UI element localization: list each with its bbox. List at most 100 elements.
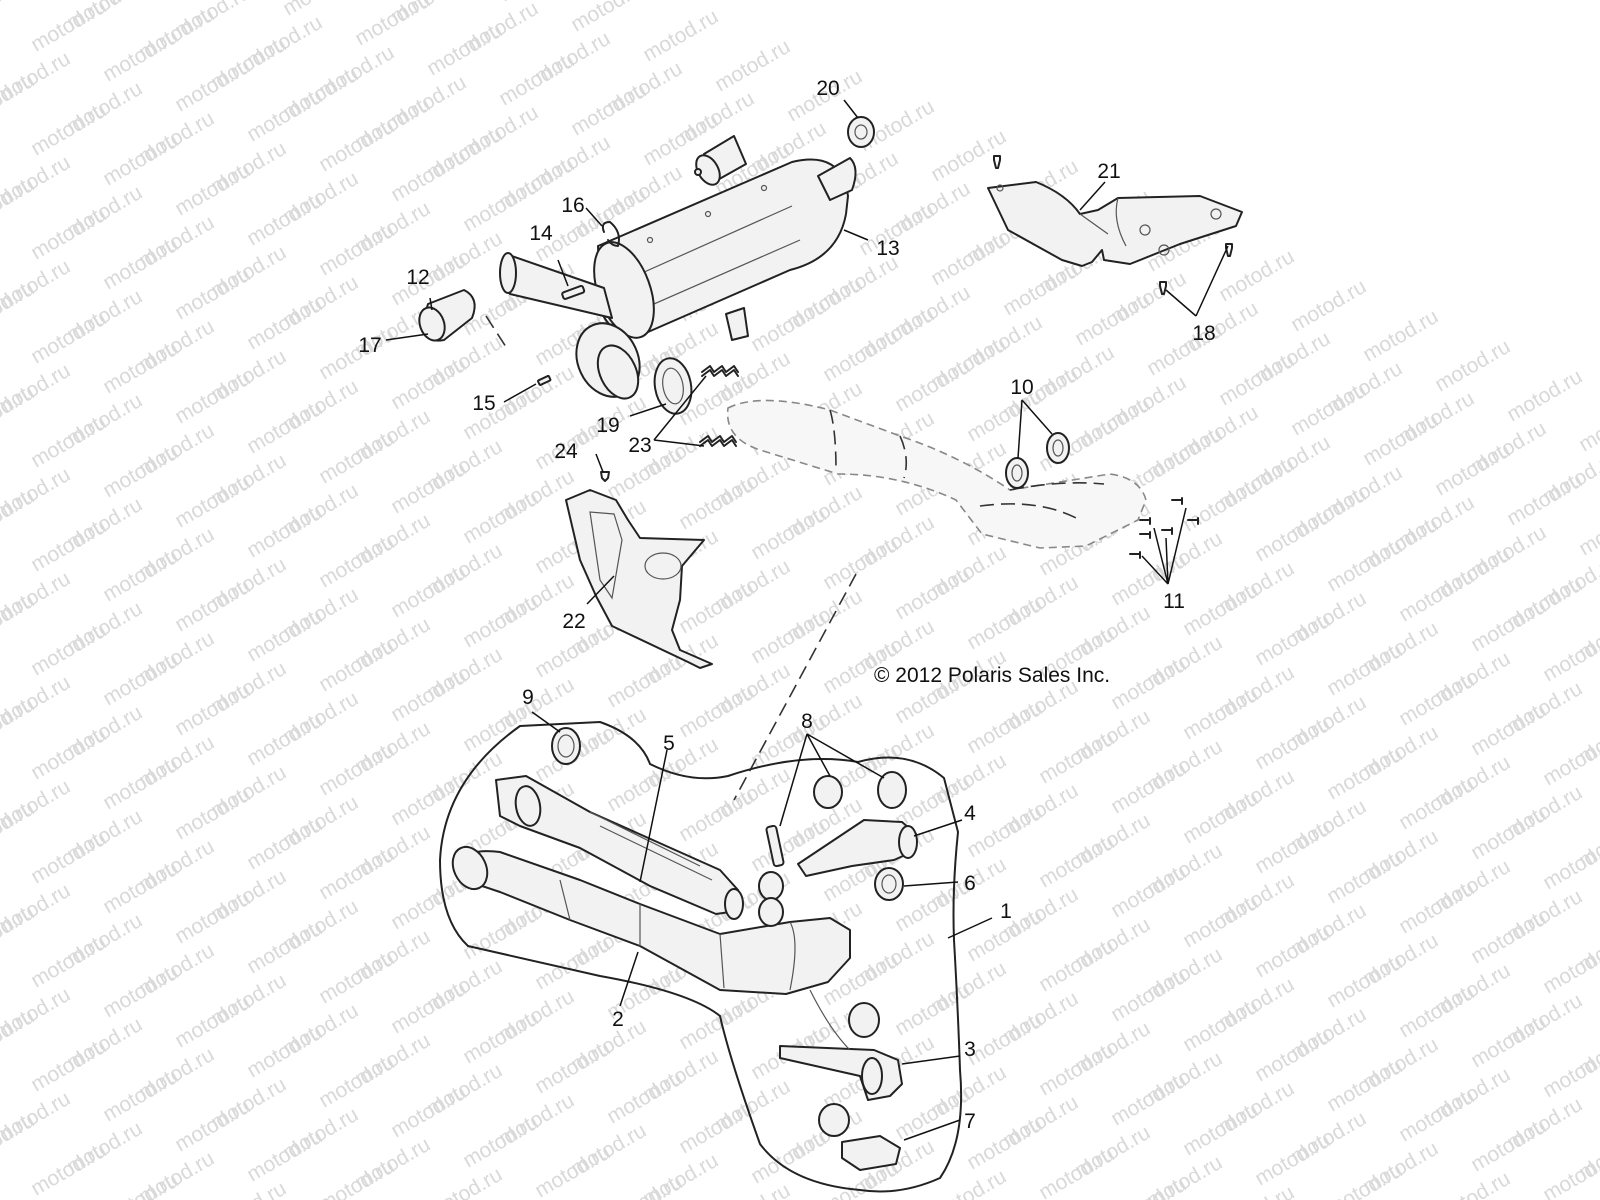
watermark-text: motod.ru xyxy=(1251,817,1334,878)
watermark-text: motod.ru xyxy=(315,739,398,800)
watermark-text: motod.ru xyxy=(1575,499,1600,560)
callout-20: 20 xyxy=(816,77,839,100)
watermark-text: motod.ru xyxy=(1467,907,1550,968)
callout-15: 15 xyxy=(472,392,495,415)
watermark-text: motod.ru xyxy=(1287,275,1370,336)
bolts xyxy=(1129,497,1199,559)
watermark-text: motod.ru xyxy=(387,561,470,622)
watermark-text: motod.ru xyxy=(171,679,254,740)
callout-11: 11 xyxy=(1163,590,1185,613)
watermark-text: motod.ru xyxy=(711,35,794,96)
watermark-text: motod.ru xyxy=(387,769,470,830)
watermark-text: motod.ru xyxy=(459,903,542,964)
callout-7: 7 xyxy=(964,1110,976,1133)
watermark-text: motod.ru xyxy=(963,385,1046,446)
watermark-text: motod.ru xyxy=(243,85,326,146)
watermark-text: motod.ru xyxy=(459,1111,542,1172)
watermark-text: motod.ru xyxy=(1179,891,1262,952)
watermark-text: motod.ru xyxy=(315,1051,398,1112)
watermark-text: motod.ru xyxy=(675,785,758,846)
watermark-text: motod.ru xyxy=(0,953,2,1014)
callout-14: 14 xyxy=(529,222,553,245)
callout-5: 5 xyxy=(663,732,675,755)
watermark-text: motod.ru xyxy=(603,1067,686,1128)
watermark-text: motod.ru xyxy=(27,203,110,264)
watermark-text: motod.ru xyxy=(495,0,578,6)
callout-22: 22 xyxy=(562,610,585,633)
watermark-text: motod.ru xyxy=(243,605,326,666)
callout-21: 21 xyxy=(1097,160,1120,183)
gaskets-pair xyxy=(1005,432,1070,489)
watermark-text: motod.ru xyxy=(459,487,542,548)
clamp-6 xyxy=(874,867,904,901)
watermark-text: motod.ru xyxy=(315,427,398,488)
watermark-text: motod.ru xyxy=(927,229,1010,290)
watermark-text: motod.ru xyxy=(1251,505,1334,566)
watermark-text: motod.ru xyxy=(315,1155,398,1200)
tail-cap xyxy=(418,289,476,342)
watermark-text: motod.ru xyxy=(1467,1115,1550,1176)
watermark-text: motod.ru xyxy=(603,755,686,816)
watermark-text: motod.ru xyxy=(603,1171,686,1200)
watermark-text: motod.ru xyxy=(27,411,110,472)
watermark-text: motod.ru xyxy=(927,1165,1010,1200)
watermark-text: motod.ru xyxy=(27,0,110,56)
gasket xyxy=(653,357,693,415)
watermark-text: motod.ru xyxy=(819,325,902,386)
watermark-text: motod.ru xyxy=(567,79,650,140)
watermark-text: motod.ru xyxy=(747,1127,830,1188)
watermark-text: motod.ru xyxy=(459,1007,542,1068)
watermark-text: motod.ru xyxy=(1395,981,1478,1042)
alignment-line xyxy=(733,573,857,801)
pipe-section-5 xyxy=(495,775,744,920)
watermark-text: motod.ru xyxy=(171,887,254,948)
watermark-text: motod.ru xyxy=(1467,1011,1550,1072)
watermark-text: motod.ru xyxy=(1323,535,1406,596)
watermark-text: motod.ru xyxy=(1575,395,1600,456)
callout-19: 19 xyxy=(596,414,619,437)
watermark-text: motod.ru xyxy=(1179,1099,1262,1160)
watermark-text: motod.ru xyxy=(1359,305,1442,366)
clamp-7 xyxy=(818,1103,901,1171)
watermark-text: motod.ru xyxy=(1107,653,1190,714)
watermark-text: motod.ru xyxy=(99,545,182,606)
watermark-text: motod.ru xyxy=(171,367,254,428)
watermark-text: motod.ru xyxy=(1503,365,1586,426)
watermark-text: motod.ru xyxy=(459,591,542,652)
callout-1: 1 xyxy=(1000,900,1012,923)
watermark-text: motod.ru xyxy=(0,433,2,494)
mid-pipe xyxy=(726,399,1147,549)
watermark-text: motod.ru xyxy=(0,329,2,390)
watermark-text: motod.ru xyxy=(603,651,686,712)
watermark-text: motod.ru xyxy=(1035,1143,1118,1200)
clamp-9 xyxy=(551,727,581,765)
watermark-text: motod.ru xyxy=(1179,475,1262,536)
watermark-text: motod.ru xyxy=(999,259,1082,320)
watermark-text: motod.ru xyxy=(1179,579,1262,640)
watermark-text: motod.ru xyxy=(423,19,506,80)
callout-10: 10 xyxy=(1010,376,1033,399)
watermark-text: motod.ru xyxy=(0,537,2,598)
watermark-text: motod.ru xyxy=(387,873,470,934)
watermark-text: motod.ru xyxy=(1179,683,1262,744)
watermark-text: motod.ru xyxy=(1107,965,1190,1026)
callout-23: 23 xyxy=(628,434,651,457)
watermark-text: motod.ru xyxy=(1323,1055,1406,1116)
watermark-text: motod.ru xyxy=(1395,773,1478,834)
watermark-text: motod.ru xyxy=(1035,935,1118,996)
heat-shield-rear xyxy=(987,181,1243,267)
watermark-text: motod.ru xyxy=(1215,1181,1298,1200)
watermark-text: motod.ru xyxy=(531,1037,614,1098)
springs xyxy=(699,365,739,447)
callout-24: 24 xyxy=(554,440,578,463)
watermark-text: motod.ru xyxy=(1467,803,1550,864)
watermark-text: motod.ru xyxy=(0,745,2,806)
watermark-text: motod.ru xyxy=(963,697,1046,758)
copyright-notice: © 2012 Polaris Sales Inc. xyxy=(874,664,1110,687)
watermark-text: motod.ru xyxy=(243,1125,326,1186)
watermark-text: motod.ru xyxy=(1431,335,1514,396)
watermark-text: motod.ru xyxy=(1323,743,1406,804)
leader-lines xyxy=(385,99,1229,1141)
callout-6: 6 xyxy=(964,872,976,895)
